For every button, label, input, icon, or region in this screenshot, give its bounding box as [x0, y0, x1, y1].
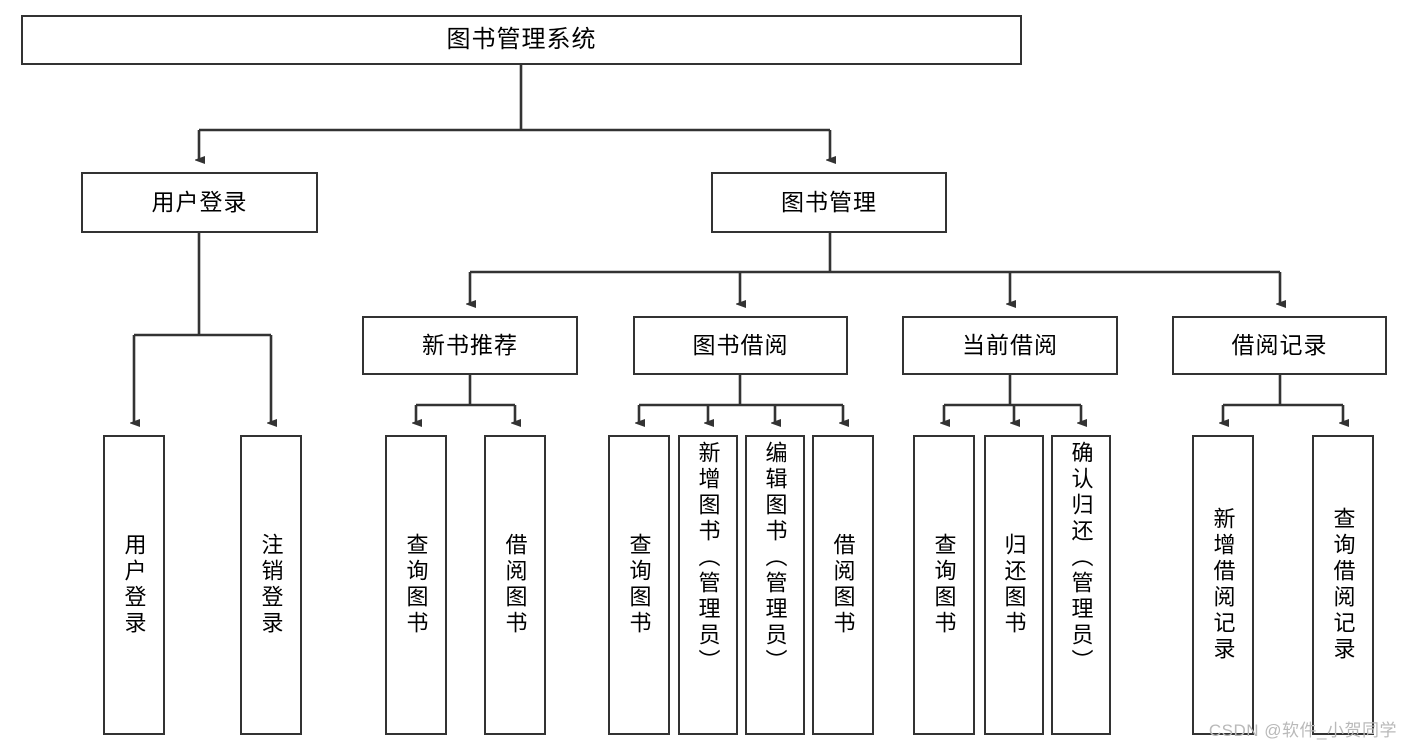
node-leaf-user-login[interactable]: 用户登录: [103, 435, 165, 735]
node-user-login[interactable]: 用户登录: [81, 172, 318, 233]
node-leaf-borrow-book-newbook[interactable]: 借阅图书: [484, 435, 546, 735]
node-leaf-borrow-book[interactable]: 借阅图书: [812, 435, 874, 735]
node-borrow-records[interactable]: 借阅记录: [1172, 316, 1387, 375]
node-leaf-label: 查询图书: [931, 533, 957, 637]
node-leaf-return-book[interactable]: 归还图书: [984, 435, 1044, 735]
node-book-borrow[interactable]: 图书借阅: [633, 316, 848, 375]
node-leaf-query-borrow-record[interactable]: 查询借阅记录: [1312, 435, 1374, 735]
node-leaf-label: 新增图书（管理员）: [695, 441, 721, 675]
node-leaf-logout[interactable]: 注销登录: [240, 435, 302, 735]
node-leaf-add-book-admin[interactable]: 新增图书（管理员）: [678, 435, 738, 735]
node-leaf-label: 注销登录: [258, 533, 284, 637]
node-leaf-query-book-current[interactable]: 查询图书: [913, 435, 975, 735]
node-leaf-label: 查询图书: [626, 533, 652, 637]
node-current-borrow-label: 当前借阅: [962, 331, 1058, 358]
node-leaf-query-book-newbook[interactable]: 查询图书: [385, 435, 447, 735]
node-root-system[interactable]: 图书管理系统: [21, 15, 1022, 65]
node-leaf-label: 确认归还（管理员）: [1068, 441, 1094, 675]
node-leaf-label: 编辑图书（管理员）: [762, 441, 788, 675]
node-leaf-label: 新增借阅记录: [1210, 507, 1236, 663]
node-leaf-label: 借阅图书: [502, 533, 528, 637]
node-new-book-recommend-label: 新书推荐: [422, 331, 518, 358]
node-user-login-label: 用户登录: [151, 188, 248, 215]
watermark: CSDN @软件_小贺同学: [1208, 721, 1397, 740]
node-current-borrow[interactable]: 当前借阅: [902, 316, 1118, 375]
node-new-book-recommend[interactable]: 新书推荐: [362, 316, 578, 375]
node-book-borrow-label: 图书借阅: [692, 331, 789, 358]
node-leaf-add-borrow-record[interactable]: 新增借阅记录: [1192, 435, 1254, 735]
node-leaf-label: 用户登录: [121, 533, 147, 637]
node-book-management[interactable]: 图书管理: [711, 172, 947, 233]
node-leaf-label: 借阅图书: [830, 533, 856, 637]
node-leaf-query-book-borrow[interactable]: 查询图书: [608, 435, 670, 735]
node-leaf-label: 归还图书: [1001, 533, 1027, 637]
node-leaf-label: 查询借阅记录: [1330, 507, 1356, 663]
node-leaf-edit-book-admin[interactable]: 编辑图书（管理员）: [745, 435, 805, 735]
node-borrow-records-label: 借阅记录: [1231, 331, 1328, 358]
node-root-label: 图书管理系统: [446, 25, 597, 53]
node-book-management-label: 图书管理: [781, 188, 877, 215]
node-leaf-label: 查询图书: [403, 533, 429, 637]
node-leaf-confirm-return-admin[interactable]: 确认归还（管理员）: [1051, 435, 1111, 735]
